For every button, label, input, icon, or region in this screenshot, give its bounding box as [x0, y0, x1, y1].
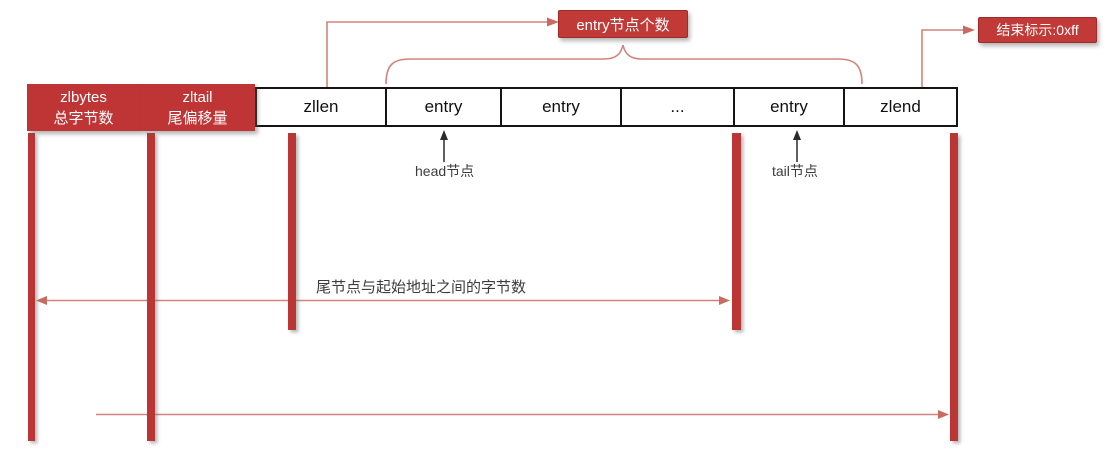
cell-zltail: zltail 尾偏移量: [140, 84, 255, 131]
cell-entry-2-label: entry: [542, 97, 580, 116]
end-marker-callout: 结束标示:0xff: [978, 17, 1097, 43]
entry-count-arrowhead: [547, 17, 559, 27]
cell-entry-3-label: entry: [770, 97, 808, 116]
total-span-right-arrowhead: [938, 410, 949, 419]
cell-zlbytes-sublabel: 总字节数: [53, 109, 114, 127]
tail-offset-left-arrowhead: [36, 296, 47, 305]
cell-zltail-label: zltail: [182, 88, 213, 106]
cell-ellipsis-label: ...: [670, 97, 685, 116]
tail-offset-label: 尾节点与起始地址之间的字节数: [316, 279, 527, 296]
cell-entry-1: entry: [385, 87, 502, 127]
zlend-to-end-marker-connector: [921, 29, 964, 87]
bar-zlbytes-start: [28, 133, 35, 441]
cell-zlend-label: zlend: [880, 97, 921, 116]
cell-zlbytes: zlbytes 总字节数: [27, 84, 140, 131]
head-node-arrowhead: [440, 130, 448, 140]
bar-tail-entry-start: [732, 133, 741, 330]
entries-brace: [385, 44, 863, 85]
cell-zlbytes-label: zlbytes: [60, 88, 107, 106]
cell-entry-3: entry: [733, 87, 845, 127]
cell-zltail-sublabel: 尾偏移量: [167, 109, 228, 127]
zllen-to-entry-count-connector: [326, 21, 548, 87]
head-node-label: head节点: [415, 163, 475, 179]
cell-zllen: zllen: [255, 87, 387, 127]
bar-zltail-start: [147, 133, 155, 441]
bar-zlend-end: [950, 133, 958, 441]
cell-ellipsis: ...: [620, 87, 735, 127]
cell-zlend: zlend: [843, 87, 958, 127]
tail-offset-right-arrowhead: [719, 296, 730, 305]
cell-entry-2: entry: [500, 87, 622, 127]
tail-node-label: tail节点: [772, 163, 818, 179]
entry-count-callout: entry节点个数: [558, 10, 688, 38]
cell-entry-1-label: entry: [424, 97, 463, 116]
end-marker-arrowhead: [963, 25, 975, 35]
tail-node-arrowhead: [793, 130, 801, 140]
cell-zllen-label: zllen: [303, 97, 339, 116]
bar-zllen-start: [288, 133, 296, 330]
